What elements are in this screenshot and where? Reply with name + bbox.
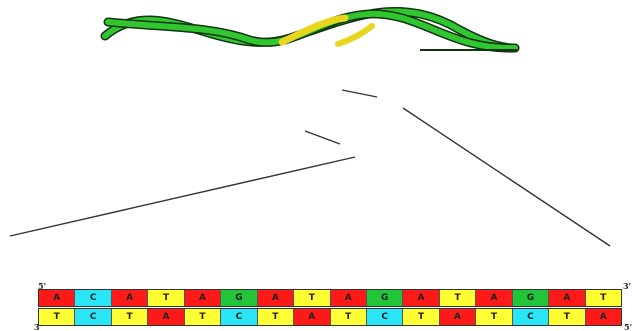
zoom-line-mid-left (304, 130, 341, 145)
five-prime-label-top: 5' (38, 281, 47, 291)
base-t: T (110, 309, 148, 325)
base-a: A (438, 309, 476, 325)
base-a: A (329, 290, 366, 306)
base-g: G (511, 290, 549, 306)
base-g: G (365, 290, 403, 306)
base-t: T (438, 290, 476, 306)
base-a: A (110, 290, 148, 306)
five-prime-label-bottom: 5' (624, 322, 633, 331)
base-t: T (38, 309, 75, 325)
base-a: A (584, 309, 622, 325)
three-prime-label-top: 3' (623, 281, 632, 291)
base-a: A (293, 309, 330, 325)
helix-highlight-segment (278, 14, 349, 46)
base-c: C (74, 290, 111, 306)
base-a: A (183, 290, 221, 306)
zoom-line-upper-left (341, 89, 378, 98)
helix-highlight-segment-2 (335, 23, 375, 47)
base-a: A (475, 290, 512, 306)
three-prime-label-bottom: 3' (34, 322, 43, 331)
base-t: T (584, 290, 622, 306)
base-a: A (147, 309, 184, 325)
base-g: G (220, 290, 257, 306)
base-t: T (147, 290, 184, 306)
base-a: A (548, 290, 585, 306)
dna-double-helix (100, 6, 520, 53)
base-t: T (293, 290, 330, 306)
base-a: A (402, 290, 439, 306)
base-c: C (74, 309, 111, 325)
base-t: T (329, 309, 366, 325)
zoom-line-long-left (9, 156, 356, 237)
base-c: C (220, 309, 257, 325)
zoom-line-long-right (402, 107, 611, 247)
base-t: T (183, 309, 221, 325)
base-t: T (548, 309, 585, 325)
base-a: A (38, 290, 75, 306)
base-c: C (511, 309, 549, 325)
base-a: A (256, 290, 294, 306)
base-t: T (256, 309, 294, 325)
base-c: C (365, 309, 403, 325)
base-t: T (475, 309, 512, 325)
base-t: T (402, 309, 439, 325)
